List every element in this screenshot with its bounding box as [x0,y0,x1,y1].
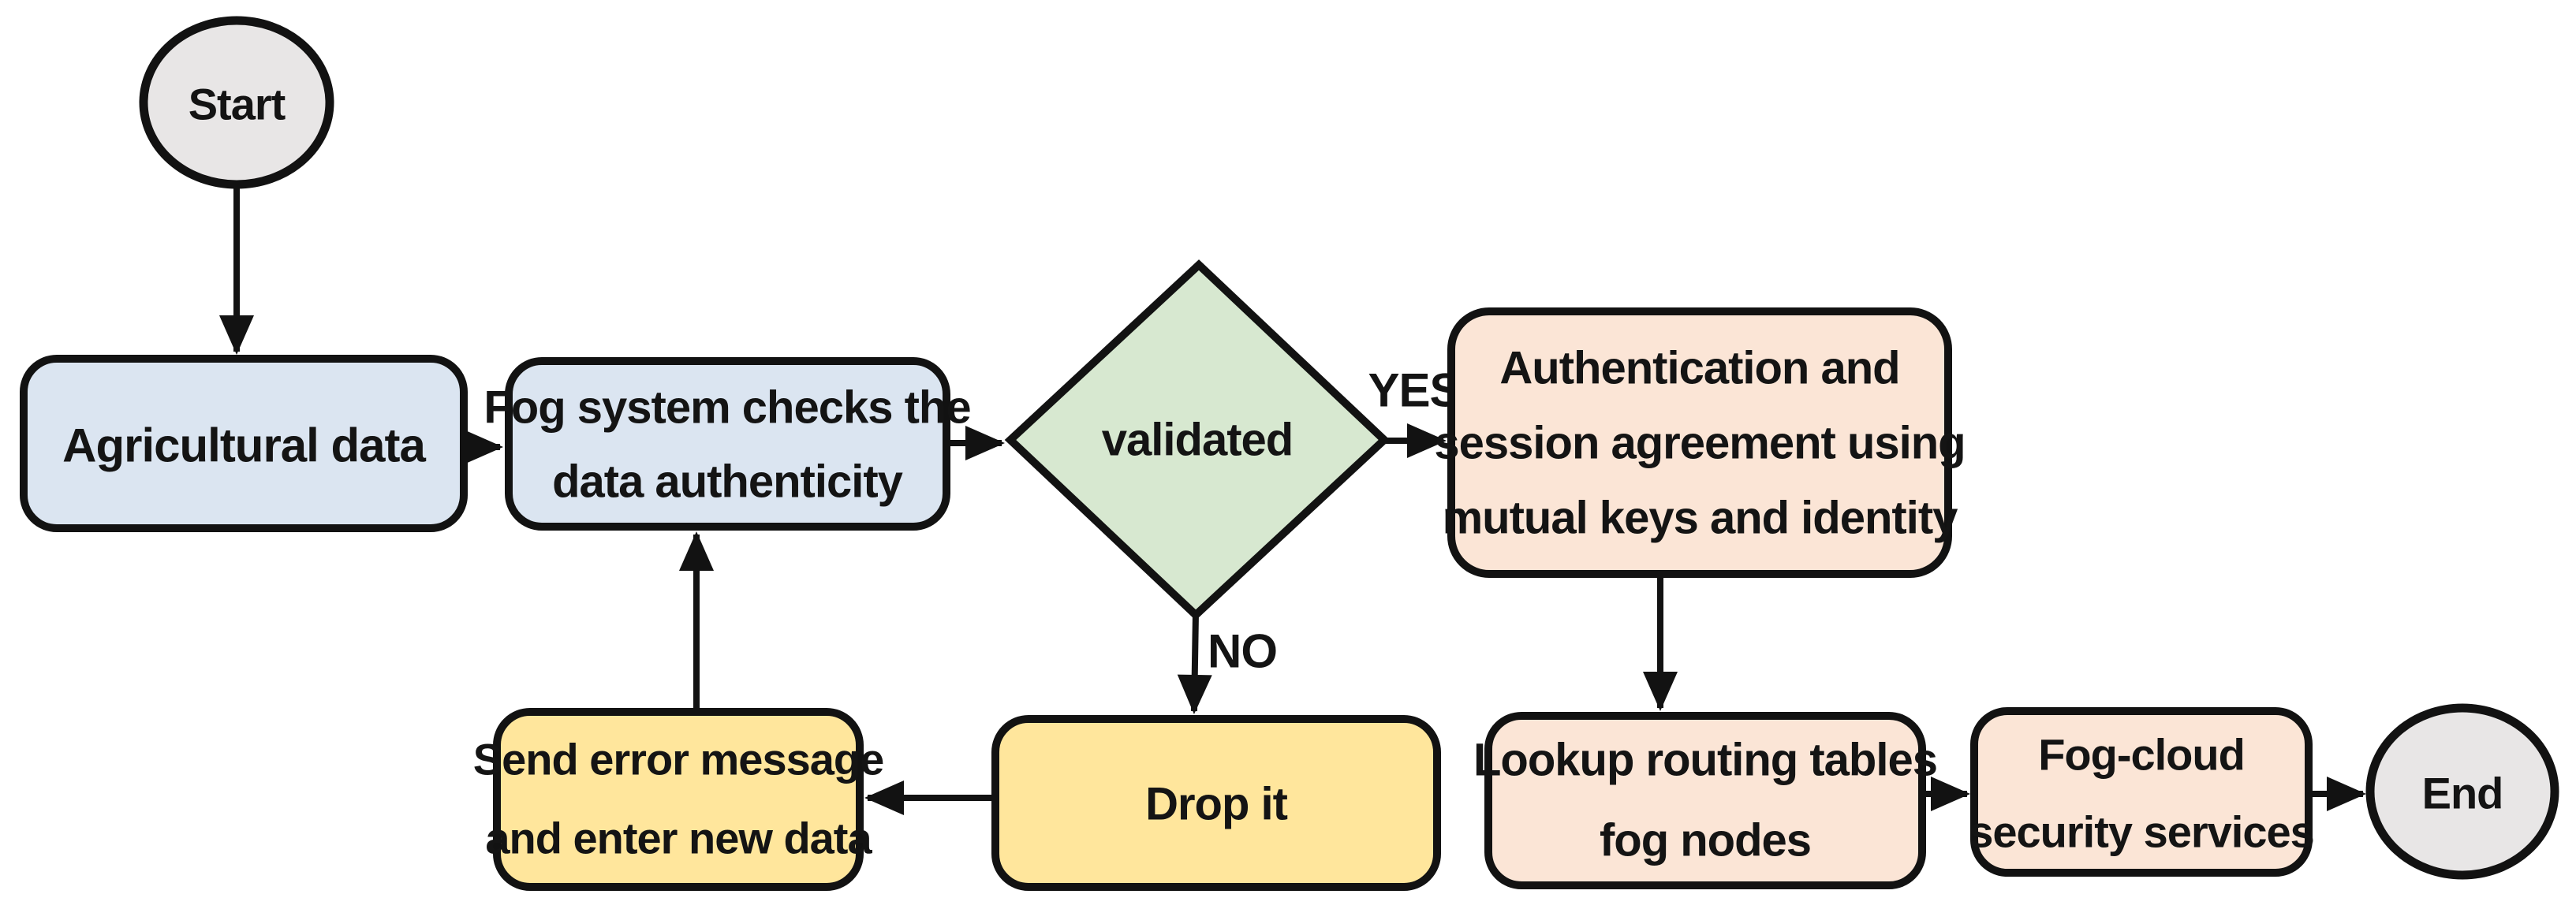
lookup-routing-label-line2: fog nodes [1600,815,1811,866]
node-fog-system: Fog system checks the data authenticity [483,357,972,531]
node-agricultural-data: Agricultural data [20,355,468,532]
lookup-routing-shape [1484,712,1926,889]
fog-cloud-shape [1970,707,2313,877]
node-lookup-routing: Lookup routing tables fog nodes [1473,712,1938,889]
node-validated: validated [1004,259,1391,620]
validated-label: validated [1102,415,1293,466]
edge-label-no: NO [1208,625,1277,678]
authentication-shape [1447,307,1952,578]
node-send-error: Send error message and enter new data [473,708,884,891]
agricultural-data-shape [20,355,468,532]
node-authentication: Authentication and session agreement usi… [1434,307,1966,578]
validated-decision-shape [1004,259,1391,620]
fog-system-shape [505,357,950,531]
send-error-shape [493,708,864,891]
edge-validated-no-to-drop-it [1177,613,1212,714]
node-start: Start [139,16,334,189]
end-terminator-shape [2365,703,2559,880]
fog-cloud-label-line2: security services [1969,807,2314,857]
authentication-label-line2: session agreement using [1434,418,1965,469]
fog-system-label-line2: data authenticity [552,456,903,508]
drop-it-label: Drop it [1145,779,1288,830]
node-fog-cloud: Fog-cloud security services [1969,707,2315,877]
lookup-routing-label-line1: Lookup routing tables [1473,735,1937,786]
edges: YES NO [219,184,2366,815]
agricultural-data-label: Agricultural data [62,419,426,472]
node-drop-it: Drop it [991,715,1441,891]
drop-it-shape [991,715,1441,891]
authentication-label-line3: mutual keys and identity [1443,493,1958,544]
start-label: Start [189,80,286,129]
send-error-label-line1: Send error message [473,735,883,784]
fog-system-label-line1: Fog system checks the [483,382,970,434]
edge-label-yes: YES [1368,364,1460,417]
fog-cloud-label-line1: Fog-cloud [2038,730,2245,780]
send-error-label-line2: and enter new data [485,814,872,863]
start-terminator-shape [139,16,334,189]
end-label: End [2422,769,2503,818]
authentication-label-line1: Authentication and [1499,343,1899,394]
node-end: End [2365,703,2559,880]
